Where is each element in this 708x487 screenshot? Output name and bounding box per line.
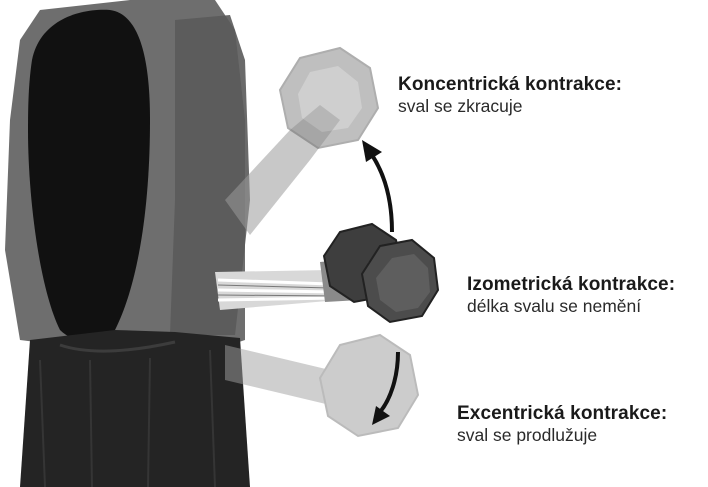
eccentric-title: Excentrická kontrakce: [457,403,667,425]
isometric-label: Izometrická kontrakce: délka svalu se ne… [467,274,675,316]
isometric-description: délka svalu se nemění [467,296,675,316]
isometric-title: Izometrická kontrakce: [467,274,675,296]
dumbbell-isometric [324,224,438,322]
concentric-title: Koncentrická kontrakce: [398,74,622,96]
eccentric-label: Excentrická kontrakce: sval se prodlužuj… [457,403,667,445]
dumbbell-raised [280,48,378,148]
lowered-forearm [225,335,418,436]
concentric-description: sval se zkracuje [398,96,622,116]
eccentric-description: sval se prodlužuje [457,425,667,445]
curved-arrow-up-icon [362,140,392,232]
shorts [20,330,250,487]
torso [5,0,250,345]
concentric-label: Koncentrická kontrakce: sval se zkracuje [398,74,622,116]
